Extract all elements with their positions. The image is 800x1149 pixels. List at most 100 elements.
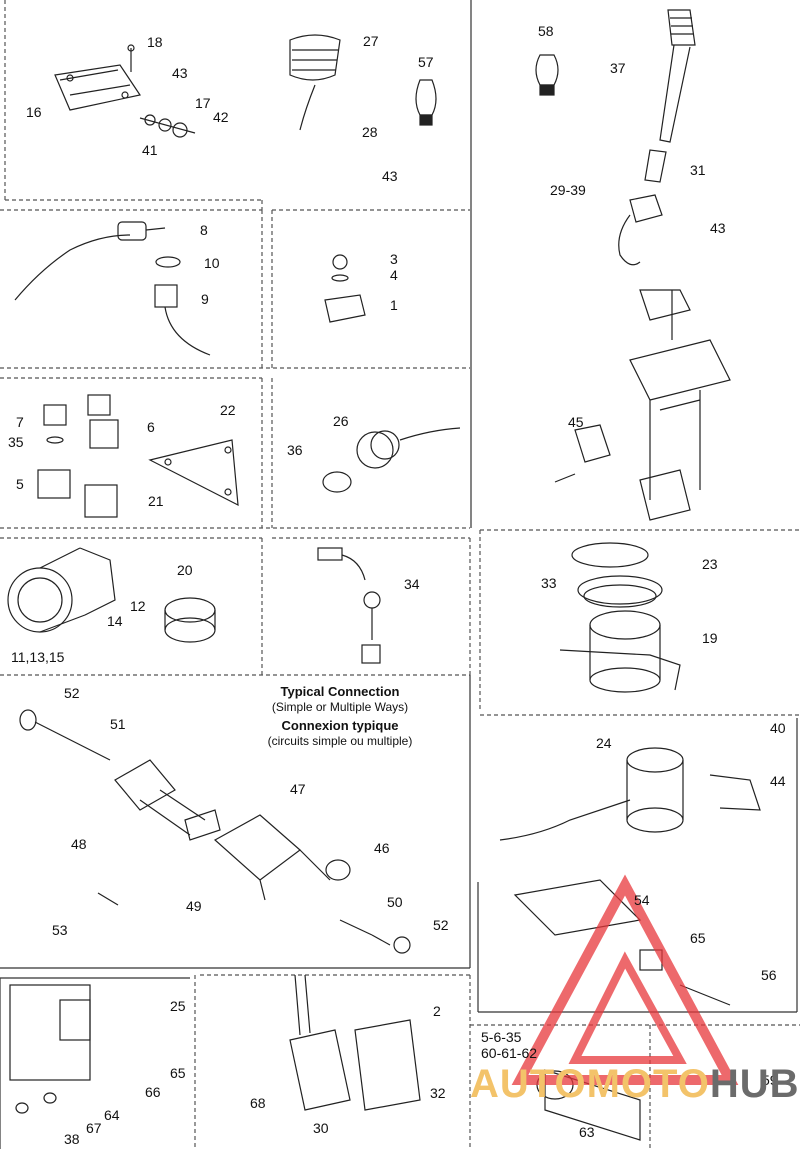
callout-1: 1 xyxy=(390,297,398,313)
callout-58: 58 xyxy=(538,23,554,39)
part-21-switch-body xyxy=(84,484,118,518)
callout-63: 63 xyxy=(579,1124,595,1140)
callout-17: 17 xyxy=(195,95,211,111)
callout-67: 67 xyxy=(86,1120,102,1136)
part-5-switch-body xyxy=(37,469,71,499)
part-51-cable xyxy=(34,721,111,761)
callout-35: 35 xyxy=(8,434,24,450)
watermark-logo xyxy=(511,874,739,1085)
part-19-gauge xyxy=(559,610,681,693)
part-20-bezel xyxy=(164,597,216,643)
part-56-wire xyxy=(679,984,731,1006)
callout-27: 27 xyxy=(363,33,379,49)
part-52-nut-top xyxy=(19,709,37,731)
callout-5: 5 xyxy=(16,476,24,492)
callout-40: 40 xyxy=(770,720,786,736)
part-switch-upper xyxy=(87,394,119,449)
callout-59: 59 xyxy=(762,1072,778,1088)
callout-16: 16 xyxy=(26,104,42,120)
part-45-clamp xyxy=(554,424,611,483)
part-32-bracket xyxy=(354,1019,421,1111)
part-27-lamp xyxy=(289,34,341,131)
part-34-sender xyxy=(317,547,381,664)
control-mechanism xyxy=(629,289,731,521)
callout-42: 42 xyxy=(213,109,229,125)
callout-11-13-15: 11,13,15 xyxy=(11,649,65,665)
part-38-67-hardware xyxy=(15,1092,57,1114)
callout-45: 45 xyxy=(568,414,584,430)
callout-36: 36 xyxy=(287,442,303,458)
part-52-nut-bottom xyxy=(393,936,411,954)
callout-3: 3 xyxy=(390,251,398,267)
part-36-nut xyxy=(322,471,352,493)
callout-24: 24 xyxy=(596,735,612,751)
callout-7: 7 xyxy=(16,414,24,430)
callout-43-lamp: 43 xyxy=(382,168,398,184)
callout-21: 21 xyxy=(148,493,164,509)
callout-4: 4 xyxy=(390,267,398,283)
part-49-connector xyxy=(213,814,331,901)
callout-65: 65 xyxy=(690,930,706,946)
part-37-throttle-lever xyxy=(618,9,696,266)
callout-2: 2 xyxy=(433,1003,441,1019)
part-57-bulb xyxy=(415,79,437,126)
callout-31: 31 xyxy=(690,162,706,178)
callout-20: 20 xyxy=(177,562,193,578)
callout-19: 19 xyxy=(702,630,718,646)
callout-53: 53 xyxy=(52,922,68,938)
part-23-ring xyxy=(577,575,663,608)
callout-65-module: 65 xyxy=(170,1065,186,1081)
watermark-text-part1: AUTOMOTO xyxy=(470,1062,710,1106)
callout-22: 22 xyxy=(220,402,236,418)
callout-23: 23 xyxy=(702,556,718,572)
callout-66: 66 xyxy=(145,1084,161,1100)
connection-title-en: Typical Connection xyxy=(280,684,400,699)
callout-6: 6 xyxy=(147,419,155,435)
callout-9: 9 xyxy=(201,291,209,307)
part-33-ring xyxy=(571,542,649,568)
callout-48: 48 xyxy=(71,836,87,852)
part-30-module xyxy=(289,974,351,1111)
watermark-text-part2: HUB xyxy=(709,1062,800,1106)
part-53-terminal xyxy=(97,892,119,906)
callout-29-39: 29-39 xyxy=(550,182,586,198)
part-7-switch-cover xyxy=(43,404,67,426)
part-58-bulb xyxy=(535,54,559,96)
callout-43-lever: 43 xyxy=(710,220,726,236)
callout-47: 47 xyxy=(290,781,306,797)
callout-60-61-62: 60-61-62 xyxy=(481,1045,538,1061)
callout-54: 54 xyxy=(634,892,650,908)
part-10-nut xyxy=(155,256,181,268)
callout-10: 10 xyxy=(204,255,220,271)
part-41-42-hardware xyxy=(139,114,196,138)
connection-subtitle-en: (Simple or Multiple Ways) xyxy=(271,700,409,714)
callout-52: 52 xyxy=(64,685,80,701)
callout-28: 28 xyxy=(362,124,378,140)
part-35-washer xyxy=(46,436,64,444)
callout-46: 46 xyxy=(374,840,390,856)
callout-38: 38 xyxy=(64,1131,80,1147)
callout-49: 49 xyxy=(186,898,202,914)
callout-52-terminal: 52 xyxy=(433,917,449,933)
part-26-sensor xyxy=(356,427,461,469)
part-12-14-gauge xyxy=(7,547,116,633)
callout-68: 68 xyxy=(250,1095,266,1111)
callout-18: 18 xyxy=(147,34,163,50)
callout-44: 44 xyxy=(770,773,786,789)
part-64-module xyxy=(9,984,91,1081)
callout-64: 64 xyxy=(104,1107,120,1123)
callout-37: 37 xyxy=(610,60,626,76)
part-46-seal xyxy=(325,859,351,881)
part-48-connector xyxy=(114,759,206,836)
callout-43: 43 xyxy=(172,65,188,81)
callout-5-6-35: 5-6-35 xyxy=(481,1029,522,1045)
part-8-cable xyxy=(14,221,166,301)
callout-57: 57 xyxy=(418,54,434,70)
callout-56: 56 xyxy=(761,967,777,983)
callout-33: 33 xyxy=(541,575,557,591)
part-16-mount-bracket xyxy=(54,64,141,111)
part-44-bracket xyxy=(709,774,761,811)
